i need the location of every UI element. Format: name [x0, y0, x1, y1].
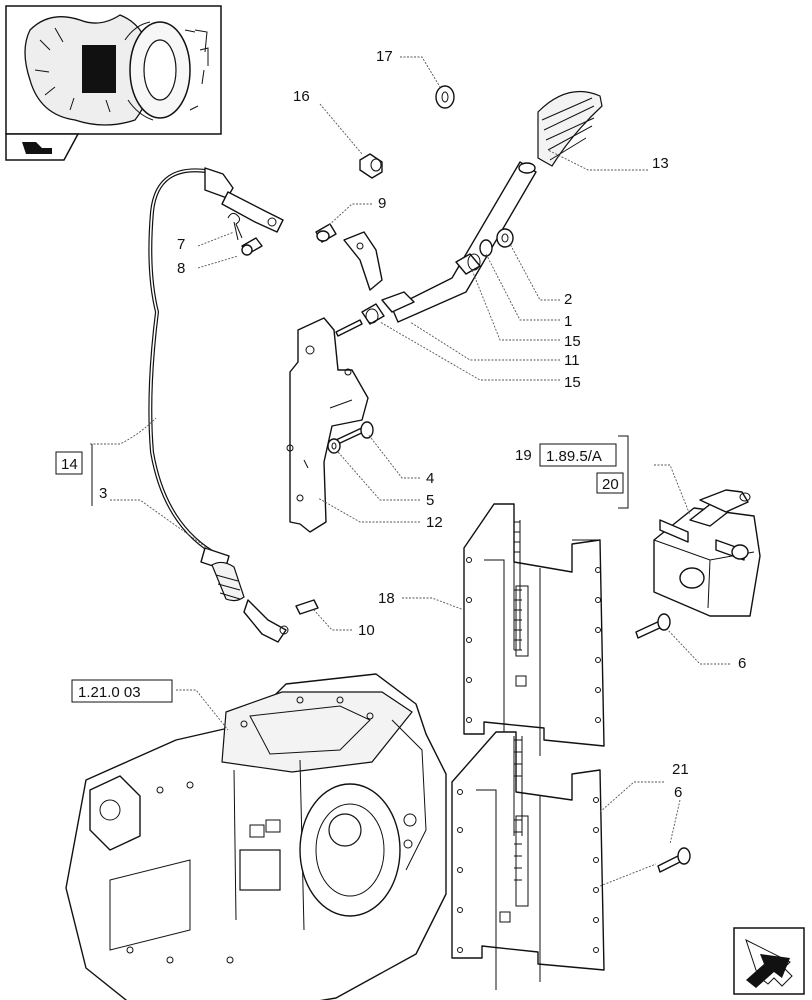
callout-14: 14 [61, 456, 78, 473]
leader-lines [90, 56, 730, 845]
callout-14-box [55, 451, 83, 475]
callout-1: 1 [564, 313, 572, 330]
part-15-bushing [335, 303, 385, 337]
part-6-bolt-lower [599, 847, 691, 887]
callout-3: 3 [99, 485, 107, 502]
callout-21: 21 [672, 761, 689, 778]
part-17-washer [435, 85, 455, 109]
part-12-bracket-plate [286, 317, 369, 533]
part-21-slide-frame [451, 731, 605, 990]
part-10-pin [295, 599, 319, 615]
callout-17: 17 [376, 48, 393, 65]
ref-1895a-box [539, 443, 617, 467]
callout-5: 5 [426, 492, 434, 509]
callout-13: 13 [652, 155, 669, 172]
part-7-clip [227, 212, 243, 241]
part-19-hook-unit [653, 489, 761, 617]
callout-9: 9 [378, 195, 386, 212]
ref-12103-box [71, 679, 173, 703]
part-18-slide-frame [463, 503, 605, 760]
part-2-washer [479, 228, 514, 257]
transmission-housing [65, 673, 447, 1000]
callout-7: 7 [177, 236, 185, 253]
part-1-bushing [455, 253, 481, 275]
part-5-washer [327, 438, 341, 454]
callout-4: 4 [426, 470, 434, 487]
control-cable [148, 167, 289, 643]
callout-11: 11 [564, 352, 580, 369]
part-16-bushing [359, 153, 383, 179]
callout-6-lower: 6 [674, 784, 682, 801]
callout-10: 10 [358, 622, 375, 639]
callout-6-upper: 6 [738, 655, 746, 672]
callout-brackets [91, 435, 629, 509]
callout-12: 12 [426, 514, 443, 531]
next-page-arrow-icon[interactable] [733, 927, 805, 995]
callout-labels: 17 16 13 9 7 8 2 1 15 11 15 14 3 4 5 12 … [55, 48, 746, 801]
callout-19: 19 [515, 447, 532, 464]
ref-12103[interactable]: 1.21.0 03 [78, 684, 141, 701]
callout-18: 18 [378, 590, 395, 607]
callout-16: 16 [293, 88, 310, 105]
callout-20: 20 [602, 476, 619, 493]
part-4-bolt [335, 421, 374, 445]
part-13-lever-grip [537, 90, 603, 167]
callout-2: 2 [564, 291, 572, 308]
callout-20-box [596, 472, 624, 494]
ref-1895a[interactable]: 1.89.5/A [546, 448, 602, 465]
callout-15-lower: 15 [564, 374, 581, 391]
lever-arm [343, 161, 537, 323]
part-9-pin [315, 223, 337, 243]
callout-15-upper: 15 [564, 333, 581, 350]
part-6-bolt-upper [635, 613, 671, 639]
arrow-nav-icon[interactable] [5, 133, 80, 161]
part-8-pin [241, 237, 263, 256]
callout-8: 8 [177, 260, 185, 277]
tractor-thumbnail-icon[interactable] [5, 5, 222, 135]
